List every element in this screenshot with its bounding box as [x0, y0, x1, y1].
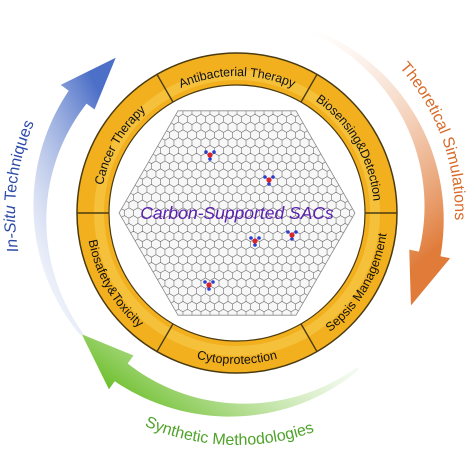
synthetic-methodologies-arrow — [81, 334, 360, 417]
ring-divider — [156, 323, 174, 352]
metal-atom-site — [286, 230, 298, 241]
metal-atom-site — [204, 150, 216, 161]
ring-divider — [156, 74, 174, 103]
ring-divider — [300, 74, 318, 103]
single-atom-sites — [203, 150, 298, 291]
metal-atom-site — [249, 236, 261, 247]
graphene-lattice — [119, 110, 355, 316]
theoretical-simulations-arrow — [310, 28, 451, 306]
ring-divider — [300, 323, 318, 352]
ring-dividers — [77, 74, 397, 352]
segment-cytoprotection-label: Cytoprotection — [196, 348, 279, 367]
carbon-lattice-hexagon — [118, 110, 356, 316]
center-title: Carbon-Supported SACs — [140, 203, 334, 223]
outer-cycle-arrows — [33, 28, 451, 417]
synthetic-methodologies-label: Synthetic Methodologies — [143, 414, 316, 449]
in-situ-techniques-label: In-Situ Techniques — [2, 118, 38, 254]
metal-atom-site — [203, 280, 215, 291]
in-situ-techniques-arrow — [33, 57, 116, 336]
metal-atom-site — [263, 175, 275, 186]
